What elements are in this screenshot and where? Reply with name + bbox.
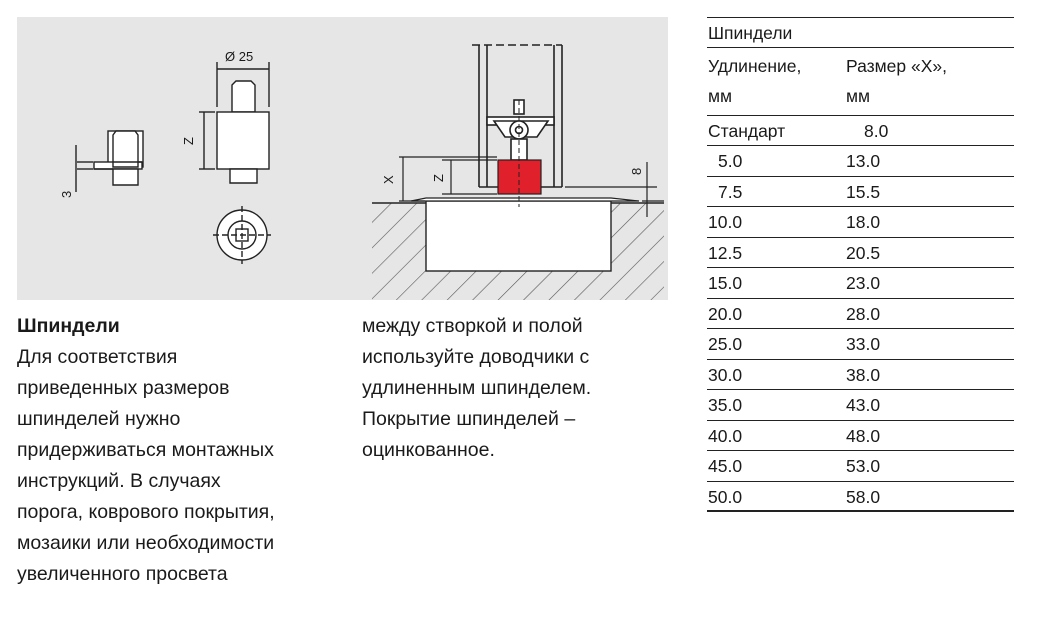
description-column-2: между створкой и полой используйте довод… xyxy=(362,311,591,466)
table-cell-size-x: 8.0 xyxy=(864,120,889,141)
small-spindle-figure xyxy=(75,130,144,192)
spindle-technical-drawing: Ø 25 Z 3 X Z 8 xyxy=(17,17,668,300)
door-leaf xyxy=(472,44,563,188)
table-row: 35.0 43.0 xyxy=(707,390,1014,421)
table-body: Стандарт 8.0 5.0 13.0 7.5 15.5 10.0 18.0 12.5 20.… xyxy=(707,116,1014,512)
table-row: 5.0 13.0 xyxy=(707,146,1014,177)
z-label-medium: Z xyxy=(181,137,196,145)
table-cell-extension: 20.0 xyxy=(708,303,743,324)
medium-spindle-figure xyxy=(199,62,271,264)
table-row: 40.0 48.0 xyxy=(707,421,1014,451)
table-cell-extension: Стандарт xyxy=(708,120,786,141)
table-title: Шпиндели xyxy=(708,23,793,43)
spindle-size-table: Шпиндели Удлинение, мм Размер «X», мм Ст… xyxy=(707,17,1014,512)
description-line: порога, коврового покрытия, xyxy=(17,501,275,523)
description-line: оцинкованное. xyxy=(362,439,495,461)
table-cell-size-x: 15.5 xyxy=(846,181,881,202)
table-cell-size-x: 28.0 xyxy=(846,303,881,324)
header-size-x-unit: мм xyxy=(846,85,871,106)
dimension-8-label: 8 xyxy=(629,168,644,175)
table-header-row: Удлинение, мм Размер «X», мм xyxy=(707,48,1014,116)
table-cell-extension: 15.0 xyxy=(708,273,743,293)
table-cell-size-x: 43.0 xyxy=(846,395,881,415)
table-row: Стандарт 8.0 xyxy=(707,116,1014,146)
dimension-3-label: 3 xyxy=(59,191,74,198)
floor-section xyxy=(372,197,664,300)
table-cell-size-x: 20.5 xyxy=(846,242,881,263)
description-line: инструкций. В случаях xyxy=(17,470,221,492)
table-cell-size-x: 38.0 xyxy=(846,364,881,385)
table-cell-extension: 5.0 xyxy=(718,151,743,171)
table-row: 10.0 18.0 xyxy=(707,207,1014,238)
description-heading: Шпиндели xyxy=(17,315,120,337)
table-title-row: Шпиндели xyxy=(707,17,1014,48)
table-cell-extension: 30.0 xyxy=(708,364,743,385)
z-dimension-label: Z xyxy=(431,174,446,182)
table-cell-size-x: 13.0 xyxy=(846,151,881,171)
description-line: между створкой и полой xyxy=(362,315,583,337)
table-cell-size-x: 53.0 xyxy=(846,456,881,476)
table-cell-size-x: 18.0 xyxy=(846,212,881,232)
table-cell-extension: 40.0 xyxy=(708,425,743,446)
table-row: 15.0 23.0 xyxy=(707,268,1014,299)
description-line: придерживаться монтажных xyxy=(17,439,274,461)
table-cell-extension: 35.0 xyxy=(708,395,743,415)
diameter-label: Ø 25 xyxy=(225,49,253,64)
table-cell-extension: 45.0 xyxy=(708,456,743,476)
table-row: 12.5 20.5 xyxy=(707,238,1014,268)
table-row: 7.5 15.5 xyxy=(707,177,1014,207)
description-line: Покрытие шпинделей – xyxy=(362,408,576,430)
table-row: 45.0 53.0 xyxy=(707,451,1014,482)
dimension-lines xyxy=(399,156,664,217)
description-line: удлиненным шпинделем. xyxy=(362,377,592,399)
description-line: используйте доводчики с xyxy=(362,346,590,368)
header-extension: Удлинение, xyxy=(708,55,802,76)
table-row: 30.0 38.0 xyxy=(707,360,1014,390)
table-row: 25.0 33.0 xyxy=(707,329,1014,360)
table-cell-extension: 50.0 xyxy=(708,486,743,507)
table-cell-extension: 7.5 xyxy=(718,181,743,202)
table-cell-extension: 25.0 xyxy=(708,334,743,354)
table-cell-size-x: 48.0 xyxy=(846,425,881,446)
drawing-svg: Ø 25 Z 3 X Z 8 xyxy=(59,44,664,300)
table-cell-extension: 12.5 xyxy=(708,242,743,263)
header-size-x: Размер «X», xyxy=(846,55,948,76)
table-row: 50.0 58.0 xyxy=(707,482,1014,512)
x-dimension-label: X xyxy=(381,175,396,184)
table-cell-size-x: 23.0 xyxy=(846,273,881,293)
table-row: 20.0 28.0 xyxy=(707,299,1014,329)
description-line: увеличенного просвета xyxy=(17,563,228,585)
description-line: мозаики или необходимости xyxy=(17,532,275,554)
table-cell-extension: 10.0 xyxy=(708,212,743,232)
description-column-1: Шпиндели Для соответствия приведенных ра… xyxy=(17,311,275,590)
table-cell-size-x: 33.0 xyxy=(846,334,881,354)
header-extension-unit: мм xyxy=(708,85,733,106)
description-line: шпинделей нужно xyxy=(17,408,181,430)
description-line: Для соответствия xyxy=(17,346,178,368)
table-cell-size-x: 58.0 xyxy=(846,486,881,507)
description-line: приведенных размеров xyxy=(17,377,230,399)
